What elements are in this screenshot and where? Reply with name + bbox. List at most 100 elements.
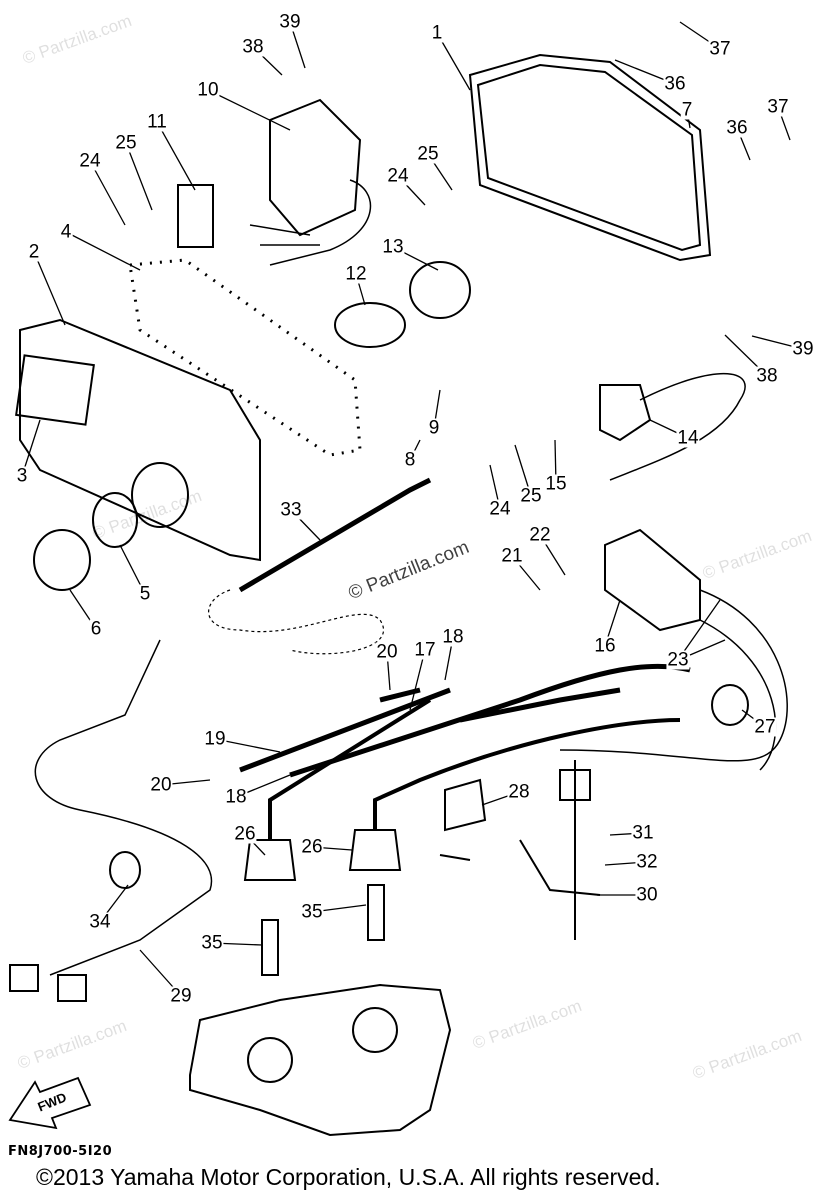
part-callout-35[interactable]: 35 bbox=[300, 901, 324, 923]
lead-wire bbox=[208, 589, 384, 655]
part-callout-10[interactable]: 10 bbox=[196, 79, 220, 101]
spark-plug-right bbox=[367, 884, 385, 941]
part-callout-20[interactable]: 20 bbox=[149, 774, 173, 796]
part-callout-28[interactable]: 28 bbox=[507, 781, 531, 803]
leader-line bbox=[207, 89, 291, 131]
part-callout-21[interactable]: 21 bbox=[500, 545, 524, 567]
part-callout-31[interactable]: 31 bbox=[631, 822, 655, 844]
wire-harness bbox=[34, 639, 213, 976]
electrical-cover bbox=[19, 318, 261, 562]
part-callout-9[interactable]: 9 bbox=[427, 417, 441, 439]
part-callout-36[interactable]: 36 bbox=[725, 117, 749, 139]
leader-line bbox=[689, 639, 726, 656]
ignition-coil-13 bbox=[409, 261, 471, 319]
part-callout-29[interactable]: 29 bbox=[169, 985, 193, 1007]
part-callout-2[interactable]: 2 bbox=[27, 241, 41, 263]
part-callout-24[interactable]: 24 bbox=[488, 498, 512, 520]
part-callout-38[interactable]: 38 bbox=[755, 365, 779, 387]
part-callout-19[interactable]: 19 bbox=[203, 728, 227, 750]
part-callout-22[interactable]: 22 bbox=[528, 524, 552, 546]
electrical-box bbox=[269, 98, 362, 237]
part-callout-14[interactable]: 14 bbox=[676, 427, 700, 449]
part-callout-25[interactable]: 25 bbox=[416, 143, 440, 165]
grommet bbox=[92, 492, 138, 548]
part-callout-39[interactable]: 39 bbox=[278, 11, 302, 33]
leader-line bbox=[89, 160, 126, 226]
spark-plug-left bbox=[261, 919, 279, 976]
rectifier-block bbox=[177, 184, 214, 248]
leader-line bbox=[33, 251, 66, 326]
cdi-unit bbox=[599, 384, 652, 442]
part-callout-15[interactable]: 15 bbox=[544, 473, 568, 495]
part-callout-38[interactable]: 38 bbox=[241, 36, 265, 58]
part-callout-1[interactable]: 1 bbox=[430, 22, 444, 44]
cover-label-plate bbox=[15, 354, 95, 426]
part-callout-17[interactable]: 17 bbox=[413, 639, 437, 661]
part-callout-37[interactable]: 37 bbox=[766, 96, 790, 118]
part-callout-33[interactable]: 33 bbox=[279, 499, 303, 521]
part-callout-39[interactable]: 39 bbox=[791, 338, 815, 360]
part-callout-16[interactable]: 16 bbox=[593, 635, 617, 657]
plug-cap-left bbox=[243, 839, 297, 881]
bracket-plate bbox=[468, 53, 712, 262]
high-tension-lead bbox=[238, 477, 432, 593]
part-callout-23[interactable]: 23 bbox=[666, 649, 690, 671]
diagram-code: FN8J700-5I20 bbox=[8, 1144, 113, 1159]
part-callout-36[interactable]: 36 bbox=[663, 73, 687, 95]
temperature-sensor bbox=[519, 760, 601, 940]
leader-lines bbox=[21, 21, 804, 997]
part-callout-18[interactable]: 18 bbox=[224, 786, 248, 808]
leader-line bbox=[409, 649, 426, 711]
part-callout-25[interactable]: 25 bbox=[519, 485, 543, 507]
cover-port bbox=[131, 462, 189, 528]
cover-gasket bbox=[128, 258, 362, 457]
box-wires bbox=[249, 179, 372, 266]
connector bbox=[9, 964, 39, 992]
part-callout-24[interactable]: 24 bbox=[386, 165, 410, 187]
part-callout-11[interactable]: 11 bbox=[146, 111, 168, 133]
cap bbox=[33, 529, 91, 591]
part-callout-26[interactable]: 26 bbox=[233, 823, 257, 845]
part-callout-4[interactable]: 4 bbox=[59, 221, 73, 243]
leader-line bbox=[677, 599, 721, 661]
part-callout-18[interactable]: 18 bbox=[441, 626, 465, 648]
part-callout-13[interactable]: 13 bbox=[381, 236, 405, 258]
coil-leads bbox=[559, 589, 788, 771]
part-callout-37[interactable]: 37 bbox=[708, 38, 732, 60]
ignition-coil bbox=[604, 528, 701, 632]
fwd-arrow bbox=[8, 1076, 92, 1130]
band-34 bbox=[109, 851, 141, 889]
part-callout-8[interactable]: 8 bbox=[403, 449, 417, 471]
part-callout-7[interactable]: 7 bbox=[680, 99, 694, 121]
part-callout-34[interactable]: 34 bbox=[88, 911, 112, 933]
part-callout-32[interactable]: 32 bbox=[635, 851, 659, 873]
part-callout-12[interactable]: 12 bbox=[344, 263, 368, 285]
leader-line bbox=[156, 121, 196, 191]
part-callout-20[interactable]: 20 bbox=[375, 641, 399, 663]
part-callout-5[interactable]: 5 bbox=[138, 583, 152, 605]
coil-bracket bbox=[439, 778, 487, 861]
connector bbox=[57, 974, 87, 1002]
leader-line bbox=[65, 231, 141, 271]
protector-tubes bbox=[239, 663, 691, 778]
cdi-wires bbox=[609, 372, 746, 481]
part-callout-26[interactable]: 26 bbox=[300, 836, 324, 858]
part-callout-3[interactable]: 3 bbox=[15, 465, 29, 487]
part-callout-27[interactable]: 27 bbox=[753, 716, 777, 738]
part-callout-30[interactable]: 30 bbox=[635, 884, 659, 906]
copyright-notice: ©2013 Yamaha Motor Corporation, U.S.A. A… bbox=[36, 1164, 661, 1190]
part-callout-25[interactable]: 25 bbox=[114, 132, 138, 154]
leader-line bbox=[125, 142, 153, 211]
part-callout-35[interactable]: 35 bbox=[200, 932, 224, 954]
cylinder-head bbox=[189, 983, 452, 1137]
plug-cap-right bbox=[348, 829, 402, 871]
part-callout-6[interactable]: 6 bbox=[89, 618, 103, 640]
plug-leads bbox=[268, 698, 681, 840]
leader-line bbox=[436, 32, 471, 91]
band-27 bbox=[711, 684, 749, 726]
pulser-coil bbox=[334, 302, 406, 348]
part-callout-24[interactable]: 24 bbox=[78, 150, 102, 172]
bracket-gasket bbox=[476, 63, 702, 252]
